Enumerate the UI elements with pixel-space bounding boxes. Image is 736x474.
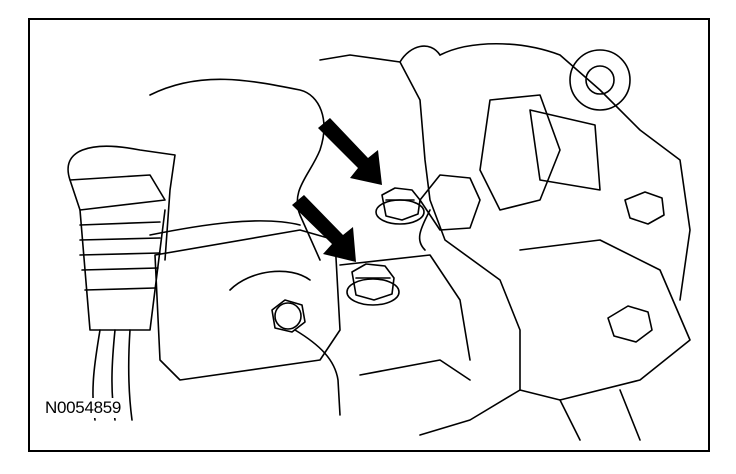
right-block	[529, 109, 601, 191]
sensor-hex	[69, 174, 166, 211]
arrow-icon	[318, 118, 382, 185]
bracket-bolt-hex	[271, 299, 306, 333]
bracket-inner	[229, 270, 311, 291]
boss-outer	[569, 49, 631, 111]
casting-curve	[399, 45, 441, 63]
wire	[294, 329, 341, 416]
sensor-body	[67, 145, 176, 261]
right-housing	[439, 42, 691, 301]
casting-edge	[339, 254, 471, 361]
large-bolt-shank	[418, 209, 431, 251]
figure-id-label: N0054859	[43, 398, 124, 418]
upper-nut-hex	[381, 187, 421, 221]
right-flange	[559, 389, 641, 441]
right-bolt-lower	[607, 305, 653, 343]
casting-rib	[359, 359, 471, 381]
lower-nut-hex	[351, 263, 395, 301]
right-housing-inner	[479, 94, 561, 211]
callout-arrows	[292, 118, 382, 262]
sensor-lower	[79, 209, 166, 331]
casting-outline	[319, 54, 521, 436]
lower-nut-flange	[346, 278, 400, 306]
sensor-rings	[79, 221, 161, 291]
line-art	[67, 42, 691, 441]
large-bolt-hex	[419, 174, 481, 231]
right-bolt-upper	[624, 191, 665, 225]
housing-outline	[149, 78, 325, 261]
bracket-bolt-washer	[274, 302, 302, 330]
bracket-plate	[154, 229, 341, 381]
boss-inner	[585, 65, 615, 95]
arrow-icon	[292, 195, 356, 262]
figure-border	[28, 18, 710, 452]
